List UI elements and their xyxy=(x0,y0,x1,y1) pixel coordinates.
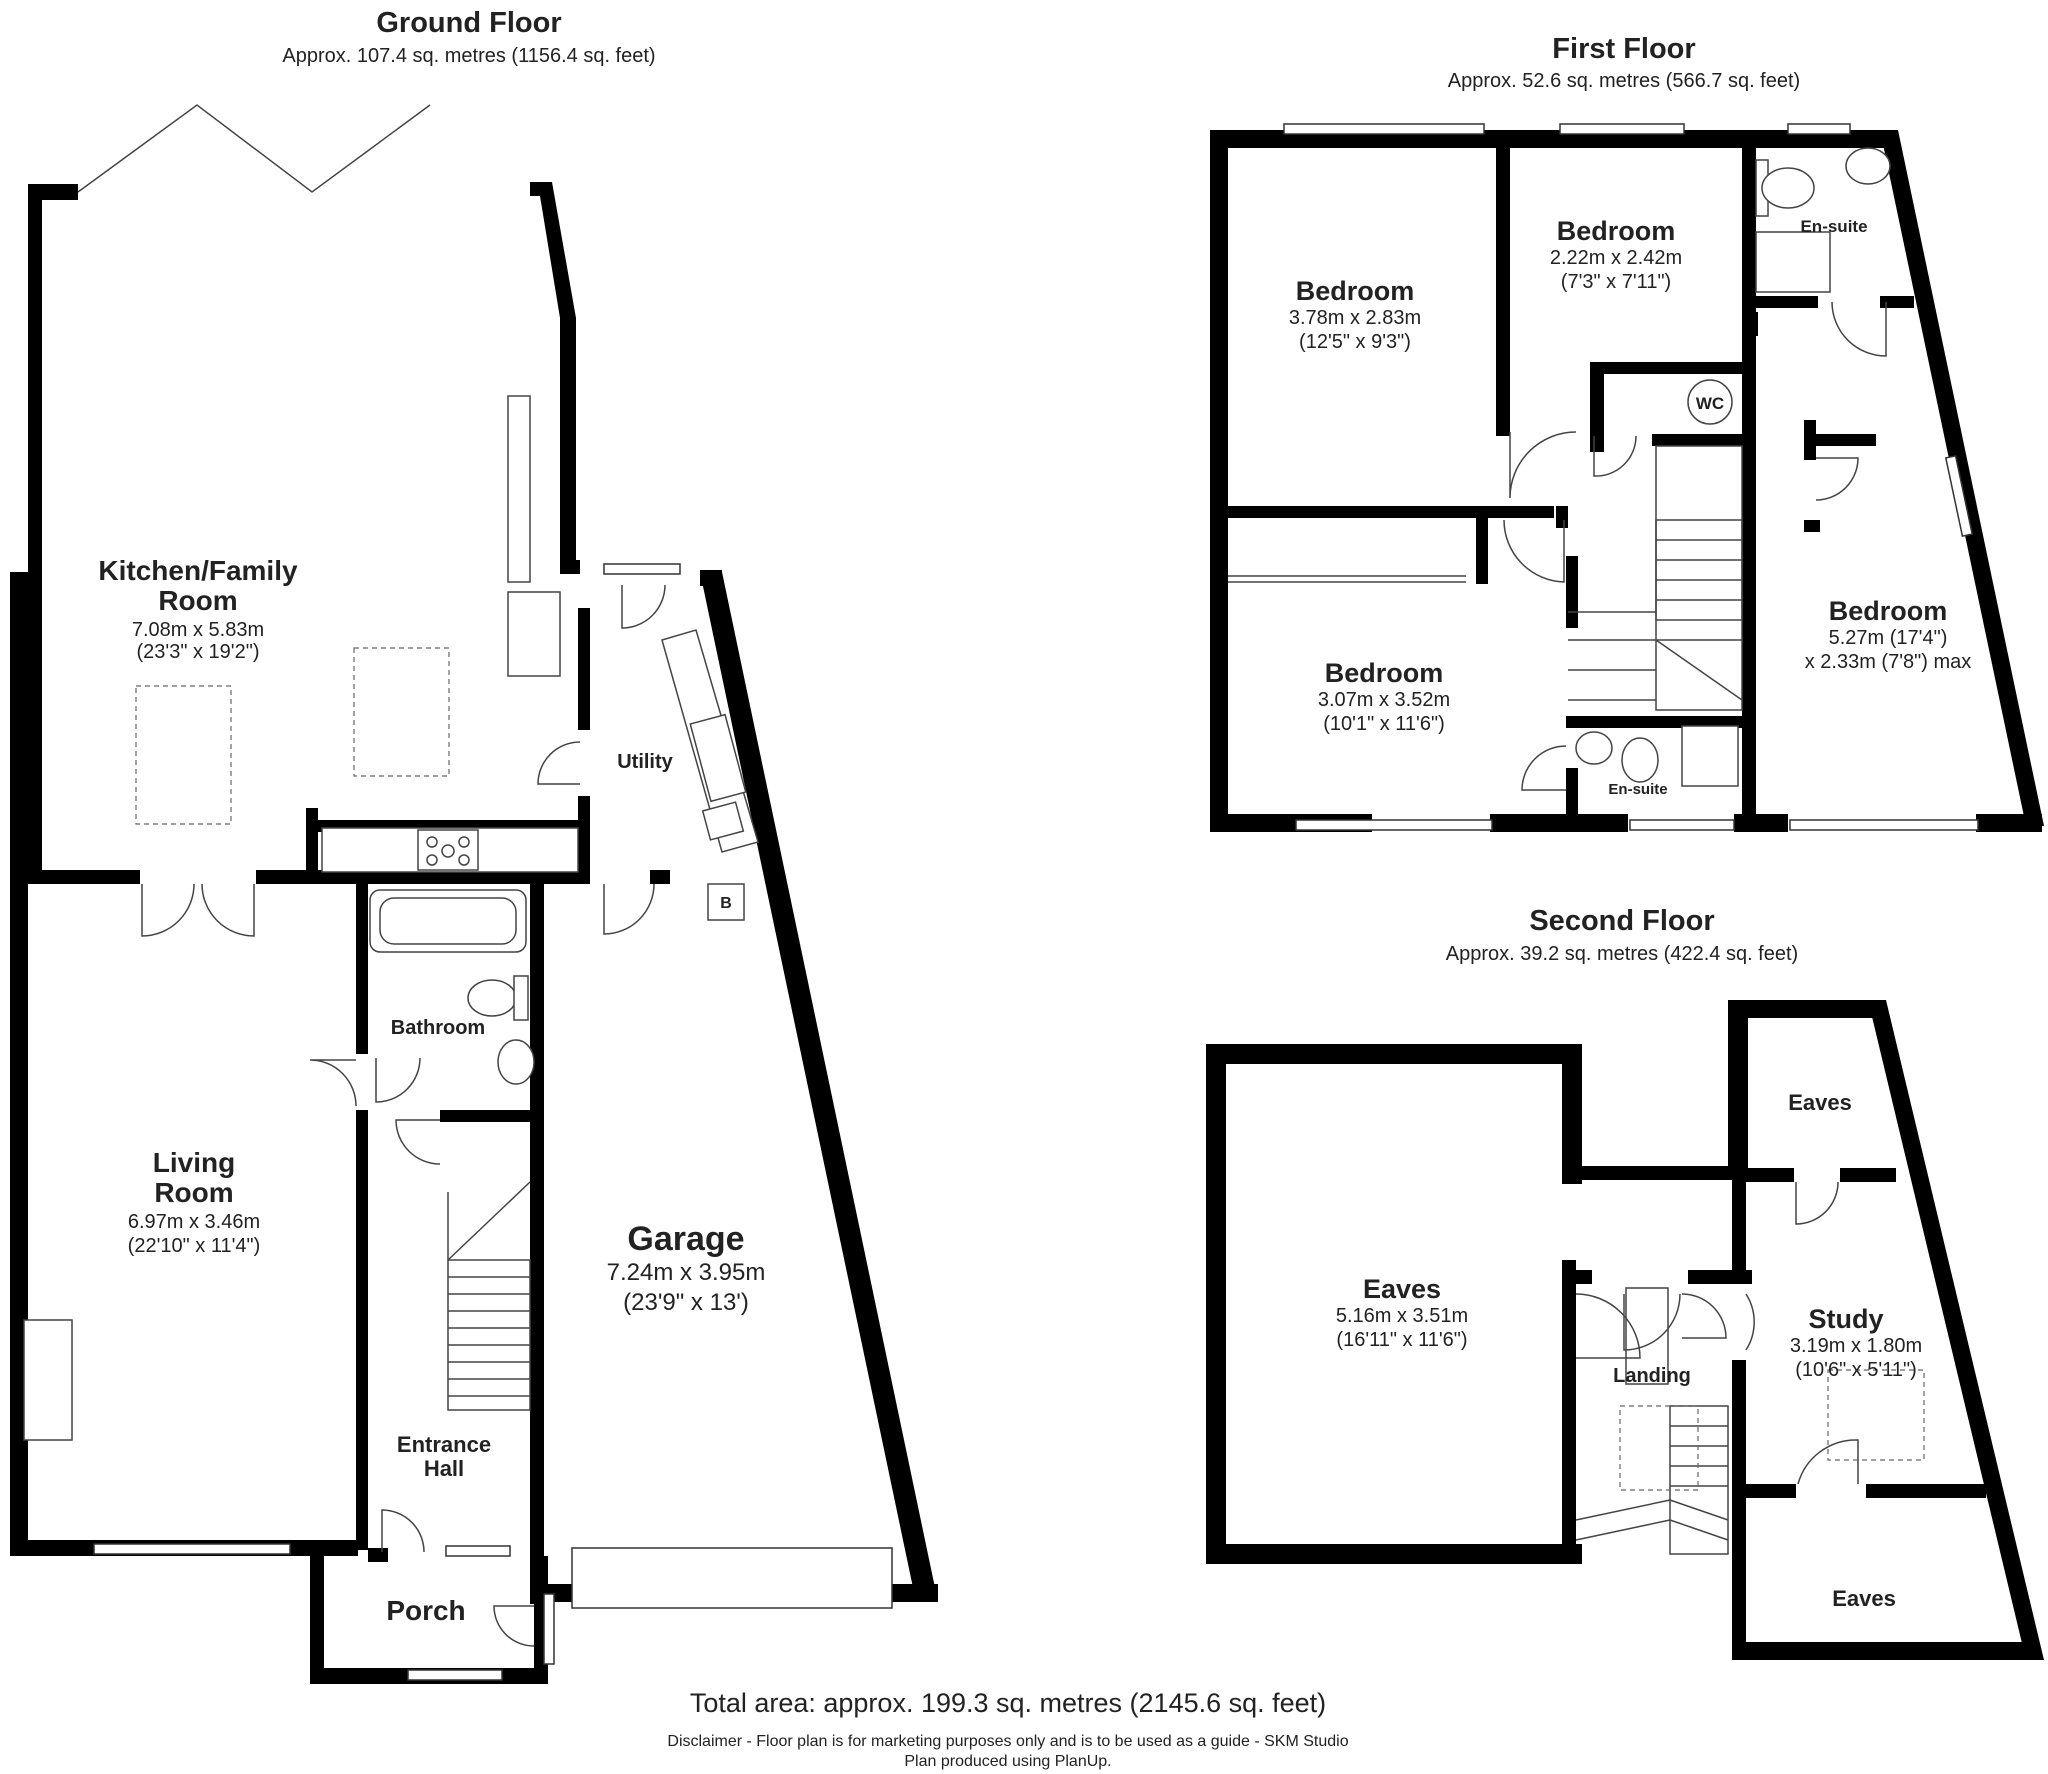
ensuite2-name: En-suite xyxy=(1608,781,1667,798)
eaves-bottom-name: Eaves xyxy=(1832,1586,1896,1611)
bed3-imperial: (10'1" x 11'6") xyxy=(1323,713,1445,735)
basin-icon xyxy=(497,1039,535,1085)
roof-window xyxy=(1827,1369,1925,1461)
bed4-metric: 5.27m (17'4") xyxy=(1829,627,1948,649)
ground-floor-title: Ground Floor xyxy=(376,7,561,39)
ensuite1-name: En-suite xyxy=(1800,217,1867,236)
bed4-imperial: x 2.33m (7'8") max xyxy=(1805,651,1972,673)
disclaimer: Disclaimer - Floor plan is for marketing… xyxy=(667,1733,1348,1750)
ground-floor: Ground Floor Approx. 107.4 sq. metres (1… xyxy=(10,7,938,1684)
toilet-icon xyxy=(467,979,517,1017)
bathroom-name: Bathroom xyxy=(391,1017,485,1039)
ground-doors xyxy=(141,584,666,1647)
bed3-metric: 3.07m x 3.52m xyxy=(1318,689,1450,711)
hall-name-2: Hall xyxy=(424,1456,464,1481)
kitchen-imperial: (23'3" x 19'2") xyxy=(136,641,259,663)
basin-icon xyxy=(1575,731,1613,765)
second-walls xyxy=(1206,1000,2044,1660)
bed3-name: Bedroom xyxy=(1325,658,1444,688)
hall-name: Entrance xyxy=(397,1432,491,1457)
first-floor-area: Approx. 52.6 sq. metres (566.7 sq. feet) xyxy=(1448,70,1800,92)
garage-door xyxy=(571,1547,893,1609)
utility-name: Utility xyxy=(617,751,673,773)
second-stairs xyxy=(1575,1287,1925,1555)
sink-icon xyxy=(701,801,745,841)
toilet-icon xyxy=(1761,167,1815,209)
boiler-label: B xyxy=(720,895,732,912)
ground-floor-area: Approx. 107.4 sq. metres (1156.4 sq. fee… xyxy=(282,45,655,67)
living-name-2: Room xyxy=(154,1177,233,1208)
wc-name: WC xyxy=(1696,394,1724,413)
roof-lantern xyxy=(353,647,450,777)
roof-window xyxy=(1619,1405,1699,1491)
roof-lantern xyxy=(135,685,232,825)
bifold-door xyxy=(77,104,431,193)
wc-circle xyxy=(1687,379,1733,425)
first-floor: First Floor Approx. 52.6 sq. metres (566… xyxy=(1210,33,2044,832)
bed2-imperial: (7'3" x 7'11") xyxy=(1561,271,1671,293)
second-floor: Second Floor Approx. 39.2 sq. metres (42… xyxy=(1206,905,2044,1660)
garage-name: Garage xyxy=(627,1220,744,1258)
second-floor-title: Second Floor xyxy=(1529,905,1714,937)
produced-by: Plan produced using PlanUp. xyxy=(904,1753,1111,1770)
bathroom-fixtures xyxy=(369,889,535,1085)
living-metric: 6.97m x 3.46m xyxy=(128,1211,260,1233)
utility-fixtures: B xyxy=(603,563,759,921)
bed2-name: Bedroom xyxy=(1557,216,1676,246)
landing-name: Landing xyxy=(1613,1365,1691,1387)
hob-icon xyxy=(417,829,479,871)
first-stairs xyxy=(1568,445,1743,711)
first-doors xyxy=(1503,301,1887,791)
eaves-main-imperial: (16'11" x 11'6") xyxy=(1336,1329,1467,1351)
bed1-name: Bedroom xyxy=(1296,276,1415,306)
kitchen-fixtures xyxy=(23,395,579,1441)
study-name: Study xyxy=(1808,1304,1883,1334)
ground-windows xyxy=(93,1543,893,1681)
shower-icon xyxy=(1681,725,1739,787)
toilet-icon xyxy=(1621,737,1659,783)
kitchen-name: Kitchen/Family xyxy=(98,555,298,586)
porch-name: Porch xyxy=(386,1595,465,1626)
study-metric: 3.19m x 1.80m xyxy=(1790,1335,1922,1357)
bed1-metric: 3.78m x 2.83m xyxy=(1289,307,1421,329)
study-imperial: (10'6" x 5'11") xyxy=(1795,1359,1917,1381)
garage-imperial: (23'9" x 13') xyxy=(623,1289,749,1316)
basin-icon xyxy=(1845,147,1891,185)
living-name: Living xyxy=(153,1147,235,1178)
eaves-main-name: Eaves xyxy=(1363,1274,1441,1304)
bed4-name: Bedroom xyxy=(1829,596,1948,626)
shower-icon xyxy=(1755,231,1831,293)
first-windows xyxy=(1228,123,1979,831)
first-floor-title: First Floor xyxy=(1552,33,1695,65)
kitchen-name-2: Room xyxy=(158,585,237,616)
total-area: Total area: approx. 199.3 sq. metres (21… xyxy=(690,1688,1326,1718)
first-fixtures: WC xyxy=(1575,147,1891,787)
eaves-top-name: Eaves xyxy=(1788,1090,1852,1115)
kitchen-metric: 7.08m x 5.83m xyxy=(132,619,264,641)
living-imperial: (22'10" x 11'4") xyxy=(128,1235,261,1257)
bed2-metric: 2.22m x 2.42m xyxy=(1550,247,1682,269)
second-doors xyxy=(1575,1181,1859,1485)
bed1-imperial: (12'5" x 9'3") xyxy=(1299,331,1411,353)
eaves-main-metric: 5.16m x 3.51m xyxy=(1336,1305,1468,1327)
second-floor-area: Approx. 39.2 sq. metres (422.4 sq. feet) xyxy=(1446,943,1798,965)
boiler-box xyxy=(707,883,745,921)
fireplace-icon xyxy=(23,1319,73,1441)
garage-metric: 7.24m x 3.95m xyxy=(607,1259,766,1286)
ground-stairs xyxy=(447,1181,531,1411)
